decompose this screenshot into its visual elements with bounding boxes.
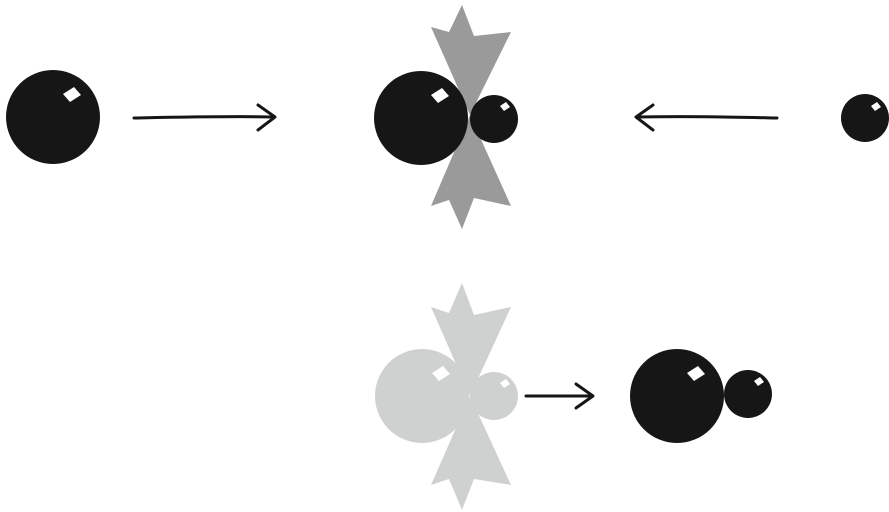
large-ball-collision [374,71,468,165]
result-row [375,283,772,510]
small-ball-collision [470,95,518,143]
large-ball-result [630,349,724,443]
large-ball-approaching [6,70,100,164]
collision-burst-icon [431,5,511,229]
left-arrow-icon [634,103,779,132]
result-arrow-icon [524,382,595,410]
approach-row [6,5,889,229]
collision-burst-ghost [431,283,511,510]
large-ball-ghost [375,349,469,443]
small-ball-ghost [470,372,518,420]
small-ball-approaching [841,94,889,142]
small-ball-result [724,370,772,418]
right-arrow-icon [132,103,277,132]
